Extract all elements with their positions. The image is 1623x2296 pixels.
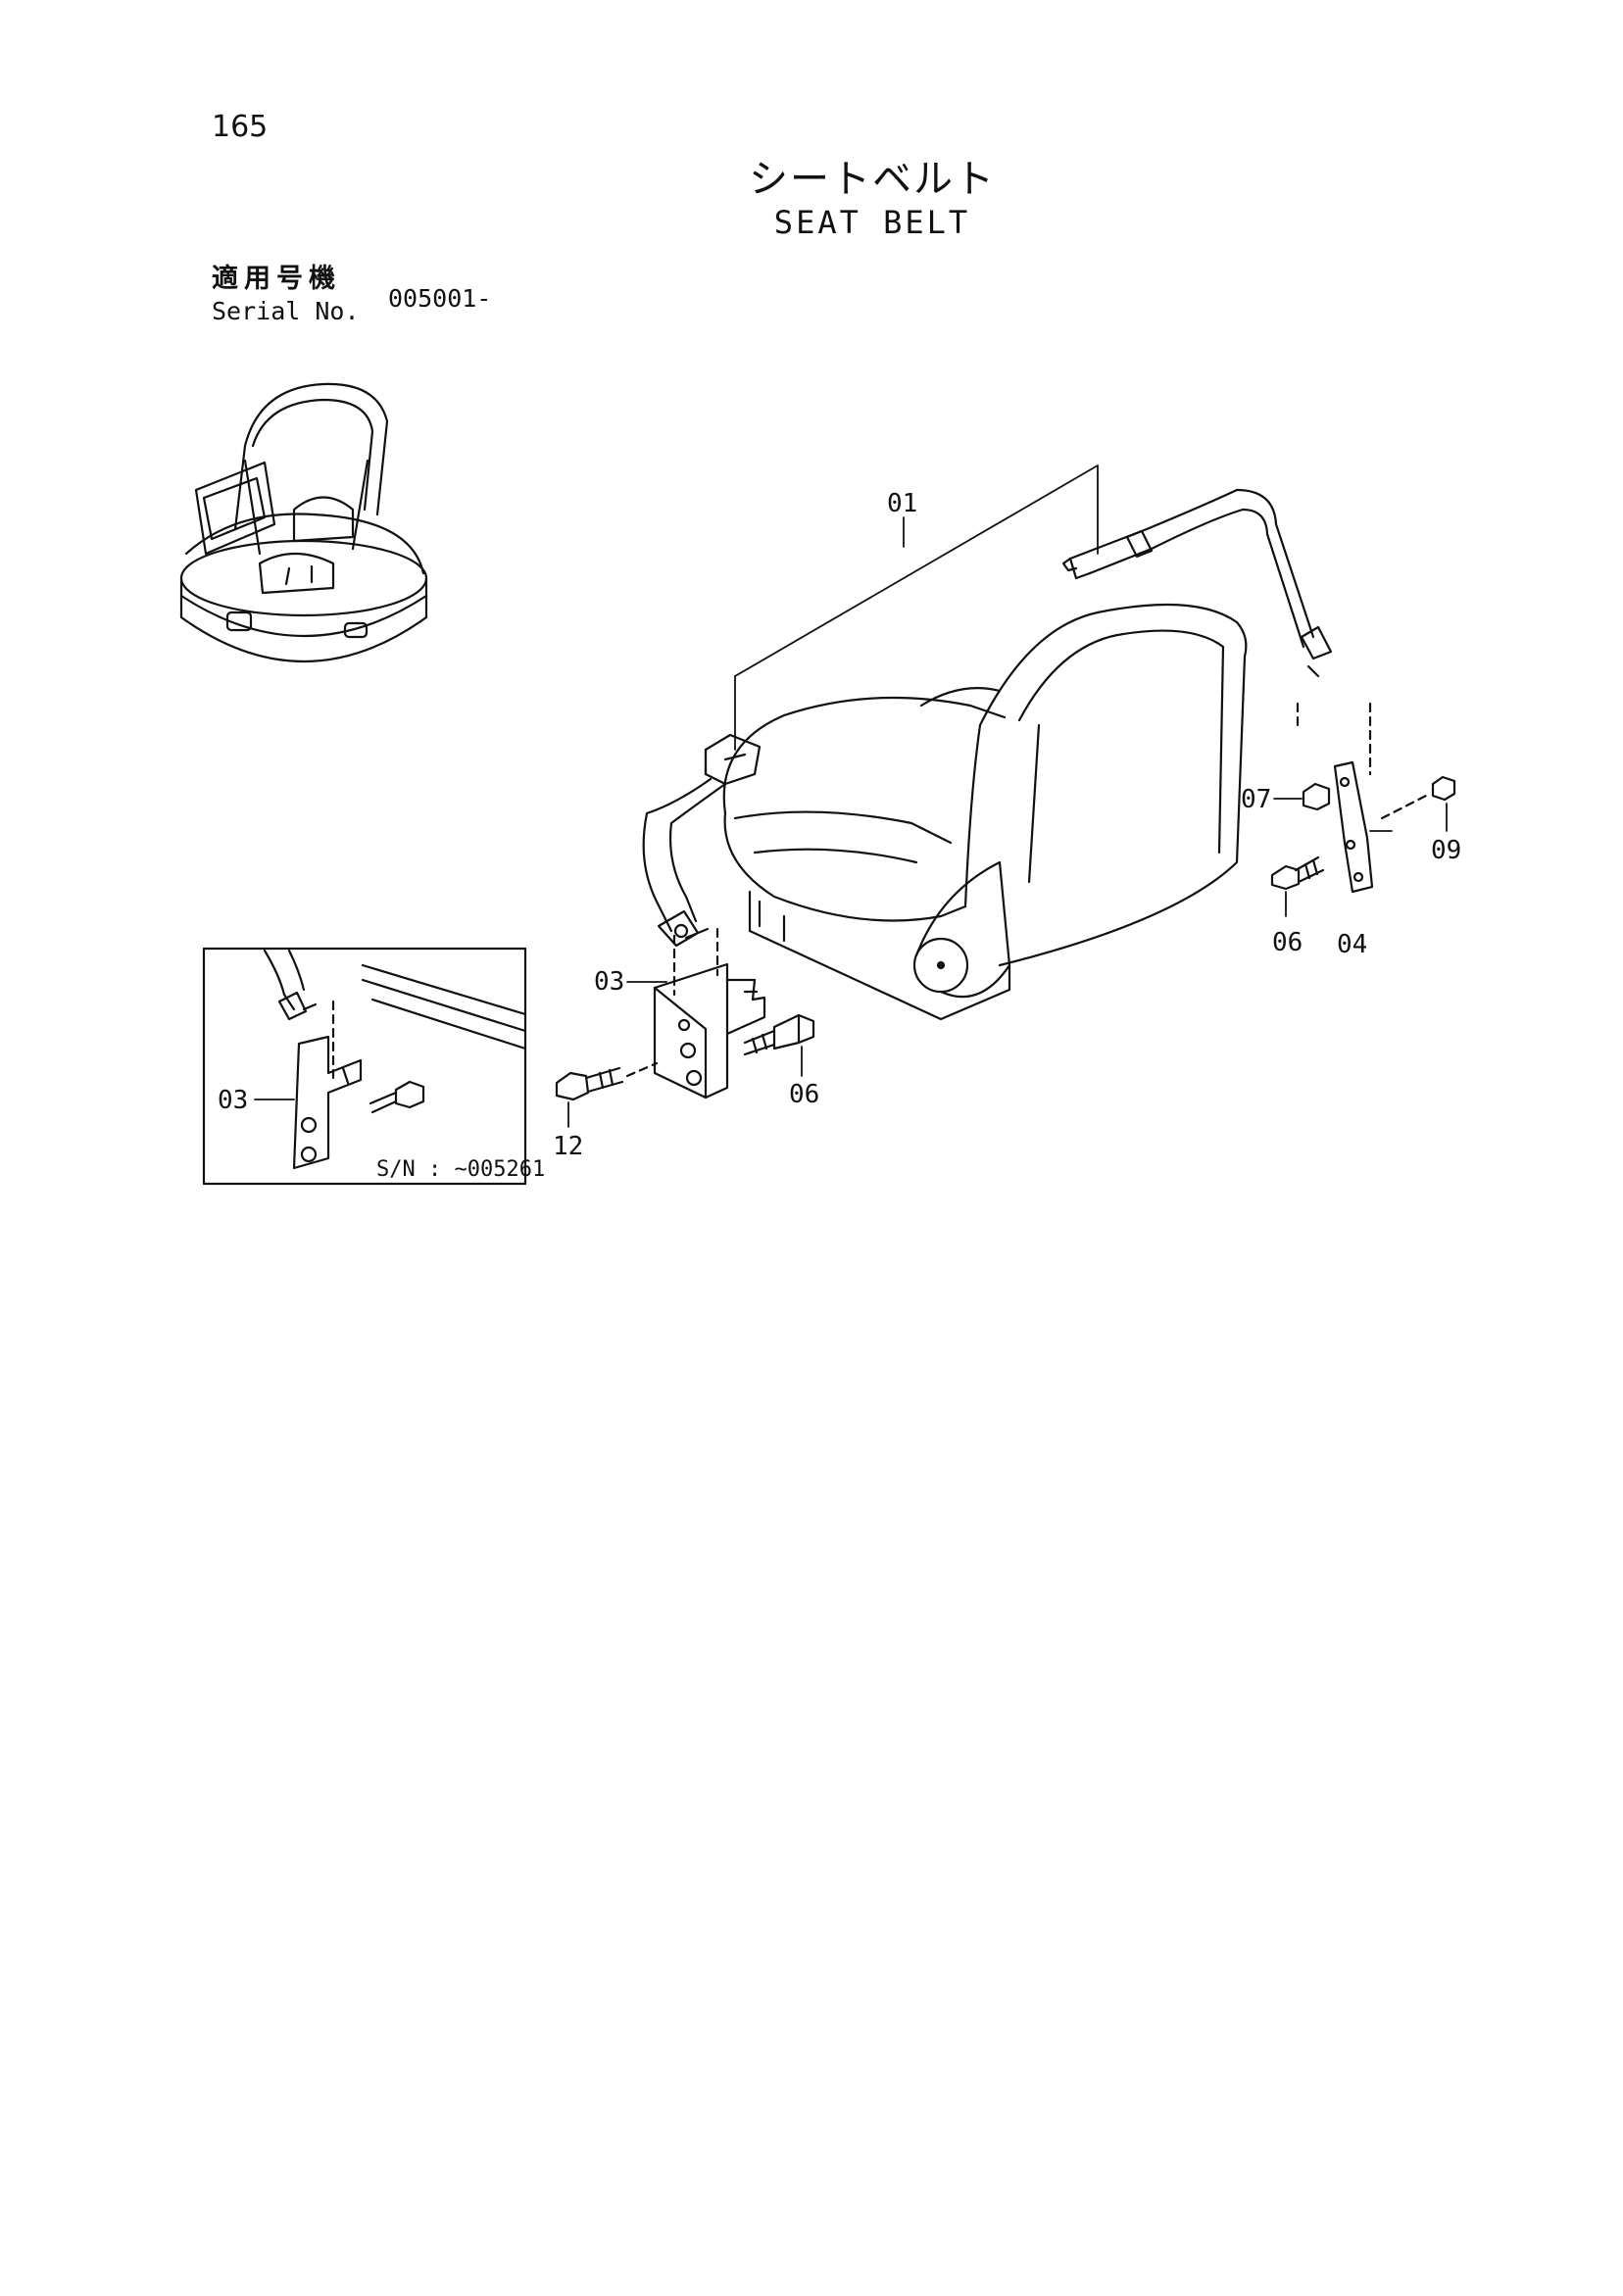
callout-07-nut: 07 xyxy=(1241,785,1271,814)
inset-detail-box xyxy=(202,947,527,1186)
callout-06-bolt-bracket: 06 xyxy=(789,1080,819,1109)
title-english: SEAT BELT xyxy=(773,204,971,241)
callout-06-bolt-right: 06 xyxy=(1272,928,1303,957)
operator-seat xyxy=(722,603,1248,1021)
callout-09-nut: 09 xyxy=(1431,836,1461,865)
serial-label-english: Serial No. xyxy=(212,297,360,325)
serial-label-japanese: 適用号機 xyxy=(212,264,341,294)
inset-serial-caption: S/N : ~005261 xyxy=(376,1157,545,1182)
callout-04-bracket: 04 xyxy=(1337,930,1367,959)
callout-12-bolt: 12 xyxy=(553,1132,583,1161)
page-number: 165 xyxy=(212,110,269,144)
title-japanese: シートベルト xyxy=(749,157,996,202)
serial-label-block: 適用号機 Serial No. xyxy=(212,257,360,325)
callout-03-bracket: 03 xyxy=(594,967,624,997)
bracket-04-assembly xyxy=(1270,702,1456,894)
bracket-03-assembly xyxy=(555,927,815,1101)
callout-01-seat-belt: 01 xyxy=(887,489,917,518)
callout-03-inset: 03 xyxy=(218,1086,248,1115)
seat-belt-retractor-side xyxy=(1061,488,1333,678)
serial-number-range: 005001- xyxy=(388,284,492,313)
callout-leader-lines xyxy=(567,464,1448,1128)
seat-belt-buckle-side xyxy=(642,733,762,948)
machine-overview-thumbnail xyxy=(179,382,428,662)
